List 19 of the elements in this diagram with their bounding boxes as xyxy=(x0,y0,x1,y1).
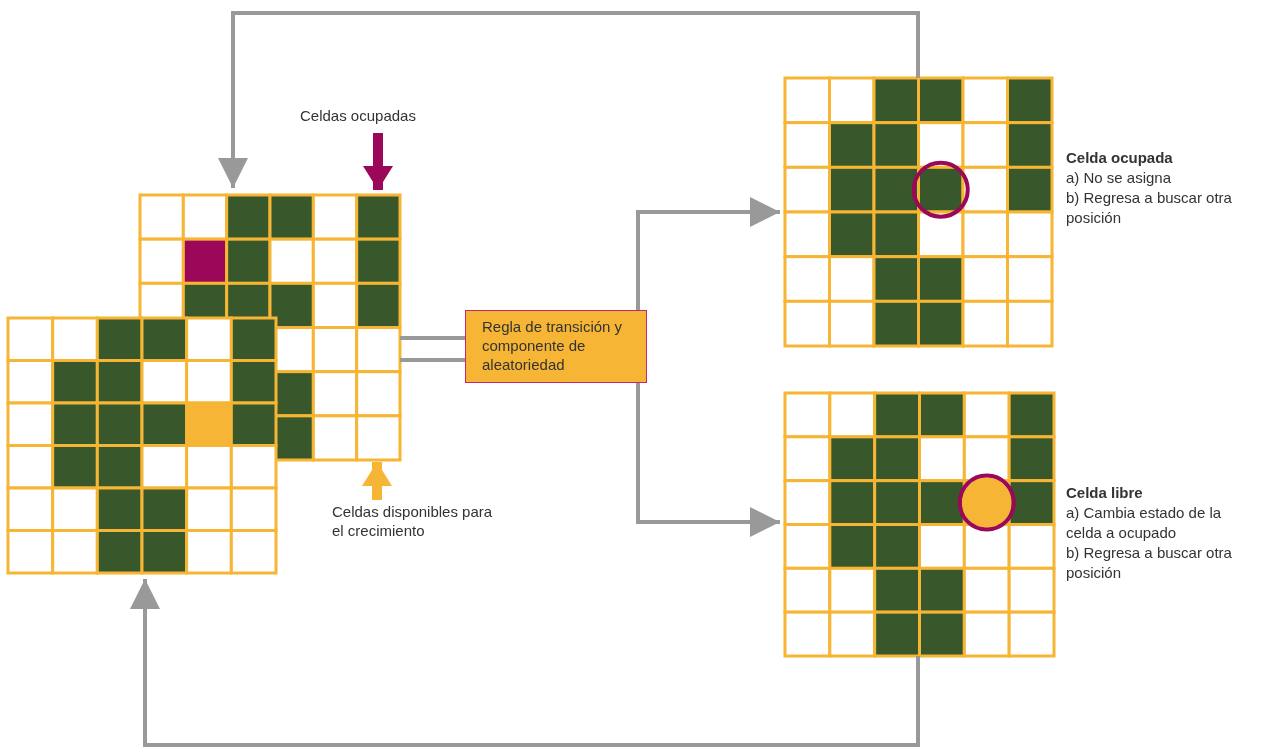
arrow xyxy=(130,579,920,747)
note-text: a) No se asigna xyxy=(1066,168,1173,188)
process-box: Regla de transición y componente de aleatoriedad xyxy=(465,310,647,383)
note-text: b) Regresa a buscar otra posición xyxy=(1066,188,1233,228)
cell-grid-drawing xyxy=(785,393,1054,656)
connector-line xyxy=(400,358,465,362)
arrow xyxy=(362,462,392,500)
arrow xyxy=(636,197,780,310)
connector-line xyxy=(400,336,465,340)
note-heading: Celda libre xyxy=(1066,483,1144,503)
cell-grid-drawing xyxy=(8,318,276,573)
annotation-text: Celdas ocupadas xyxy=(300,106,480,128)
note-heading: Celda ocupada xyxy=(1066,148,1174,168)
arrow xyxy=(636,383,780,537)
arrow xyxy=(363,133,393,190)
annotation-text: Celdas disponibles para el crecimiento xyxy=(332,502,497,544)
arrow xyxy=(218,11,920,188)
note-text: b) Regresa a buscar otra posición xyxy=(1066,543,1233,583)
cell-grid-drawing xyxy=(785,78,1052,346)
